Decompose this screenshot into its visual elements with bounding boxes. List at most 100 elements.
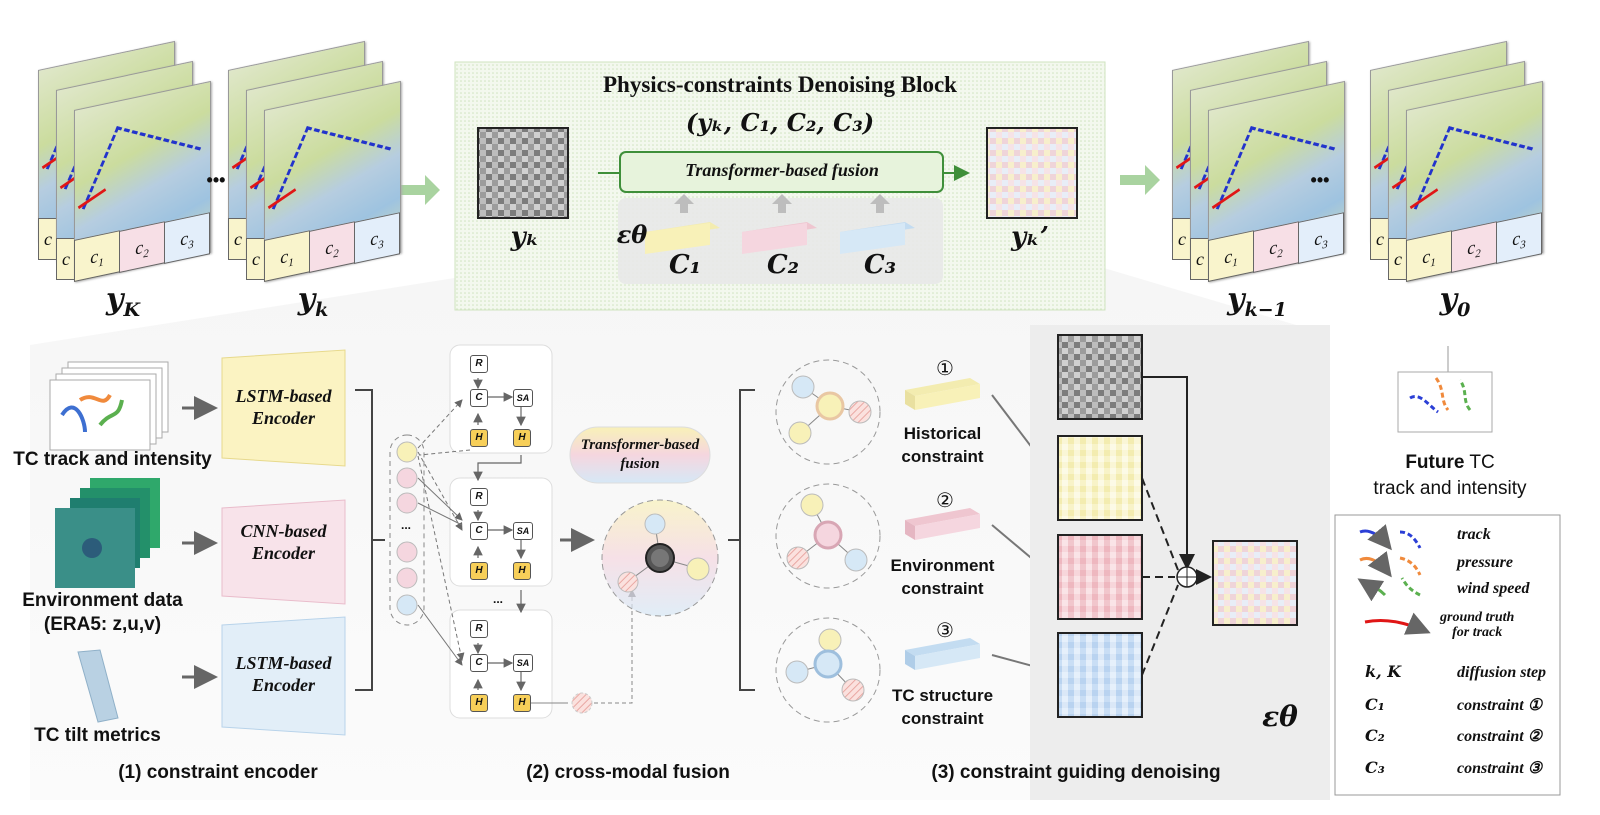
legend-text: pressure: [1457, 554, 1513, 571]
graph-environment: [775, 483, 881, 589]
constraint-num-2: ②: [936, 490, 954, 512]
legend-key: C₁: [1365, 695, 1385, 714]
ellipsis-right: •••: [1310, 170, 1330, 190]
constraint-line-1: TC structure: [891, 686, 994, 705]
eps-theta-panel: εθ: [1262, 700, 1298, 733]
block-tuple: (yₖ, C₁, C₂, C₃): [685, 108, 875, 137]
tab-sub: 2: [1277, 247, 1283, 261]
green-arrow-2: [1120, 165, 1160, 195]
legend-text: wind speed: [1457, 580, 1529, 597]
legend-row: pressure: [1365, 550, 1565, 580]
encoder-1: LSTM-based Encoder: [235, 386, 332, 428]
stack-sub: k−1: [1244, 299, 1287, 321]
legend-key: C₂: [1365, 726, 1385, 745]
constraint-line-1: Historical: [903, 424, 982, 443]
c1-block: [645, 222, 720, 254]
fusion-node-c: C: [470, 654, 488, 672]
fusion-node-c: C: [470, 522, 488, 540]
constraint-tab-back: c: [38, 218, 58, 260]
constraint-tab-back: c: [56, 238, 76, 280]
encoder-shape-2: [221, 499, 346, 605]
legend-key: k, K: [1365, 662, 1402, 681]
legend-line: track: [1457, 526, 1491, 543]
fusion-node-sa: SA: [513, 522, 533, 540]
legend-row: wind speed: [1365, 576, 1565, 606]
c2-block: [742, 222, 817, 254]
encoder-2: CNN-based Encoder: [240, 521, 327, 563]
tab-sub: 3: [188, 238, 194, 252]
cell-ellipsis: ...: [492, 592, 503, 606]
stack-label-1: yk: [258, 282, 368, 321]
graph-structure: [775, 617, 881, 723]
input-tilt-label: TC tilt metrics: [34, 725, 161, 746]
tab-sub: 1: [98, 256, 104, 270]
stack-sub: k: [315, 299, 329, 321]
fusion-node-sa: SA: [513, 654, 533, 672]
tab-sub: 2: [333, 247, 339, 261]
c2-label: C₂: [766, 250, 800, 280]
legend-line: for track: [1452, 625, 1503, 640]
future-label-1: Future TC: [1405, 452, 1495, 473]
constraint-line-2: constraint: [901, 447, 984, 466]
fusion-pill: [569, 426, 711, 484]
tab-sub: 1: [288, 256, 294, 270]
caption-3: (3) constraint guiding denoising: [931, 762, 1221, 783]
track-input-icon: [49, 361, 169, 451]
fusion-node-h: H: [470, 429, 488, 447]
graph-historical: [775, 359, 881, 465]
input-env-label: Environment data: [22, 590, 183, 611]
encoder-shape-1: [221, 349, 346, 467]
noise-output-box: [986, 127, 1078, 219]
tab-sub: 3: [378, 238, 384, 252]
block-title: Physics-constraints Denoising Block: [603, 72, 957, 97]
constraint-label-3: TC structure constraint: [880, 684, 1005, 730]
eps-theta-top: εθ: [616, 220, 648, 249]
fusion-bar-label: Transformer-based fusion: [685, 160, 879, 180]
noise-input-box: [477, 127, 569, 219]
stack-var: y: [1227, 282, 1245, 317]
caption-1: (1) constraint encoder: [118, 762, 318, 783]
legend-row: C₂ constraint ②: [1365, 724, 1565, 754]
tab-sub: 1: [1430, 256, 1436, 270]
stack-var: y: [106, 282, 124, 317]
legend-row: k, K diffusion step: [1365, 660, 1565, 690]
tab-sub: 3: [1322, 238, 1328, 252]
stack-label-0: yK: [68, 282, 178, 321]
legend-line: diffusion step: [1457, 664, 1547, 681]
token-ellipsis: ...: [400, 518, 411, 532]
stack-label-2: yk−1: [1202, 282, 1312, 321]
noise-output-label: yₖ’: [1011, 222, 1049, 252]
fusion-pill-label: Transformer-based fusion: [580, 437, 700, 472]
constraint-tab-back: c: [1370, 218, 1390, 260]
input-era5-label: (ERA5: z,u,v): [43, 614, 162, 635]
environment-data-icon: [55, 478, 160, 588]
future-label-2: track and intensity: [1373, 478, 1527, 499]
legend-line: pressure: [1457, 554, 1514, 571]
legend-line: constraint ②: [1457, 728, 1543, 745]
legend-row: track: [1365, 522, 1565, 552]
legend-line: constraint ①: [1457, 697, 1543, 714]
fusion-node-sa: SA: [513, 389, 533, 407]
track-lines: [81, 126, 202, 231]
fusion-node-h: H: [513, 429, 531, 447]
constraint-line-2: constraint: [901, 709, 984, 728]
fusion-node-h: H: [513, 562, 531, 580]
fusion-node-r: R: [470, 488, 488, 506]
tab-sub: 1: [1232, 256, 1238, 270]
stack-sub: 0: [1457, 299, 1471, 321]
token-column: [389, 434, 425, 626]
fusion-node-h: H: [470, 562, 488, 580]
constraint-label-1: Historical constraint: [880, 422, 1005, 468]
stack-label-3: y0: [1400, 282, 1510, 321]
constraint-tab-back: c: [1388, 238, 1408, 280]
legend-text: diffusion step: [1457, 664, 1546, 681]
tab-sub: 2: [1475, 247, 1481, 261]
c1-label: C₁: [668, 250, 702, 280]
constraint-tab-back: c: [1190, 238, 1210, 280]
ellipsis-left: •••: [206, 170, 226, 190]
input-track-label: TC track and intensity: [13, 449, 212, 470]
tilt-metrics-icon: [77, 649, 119, 723]
